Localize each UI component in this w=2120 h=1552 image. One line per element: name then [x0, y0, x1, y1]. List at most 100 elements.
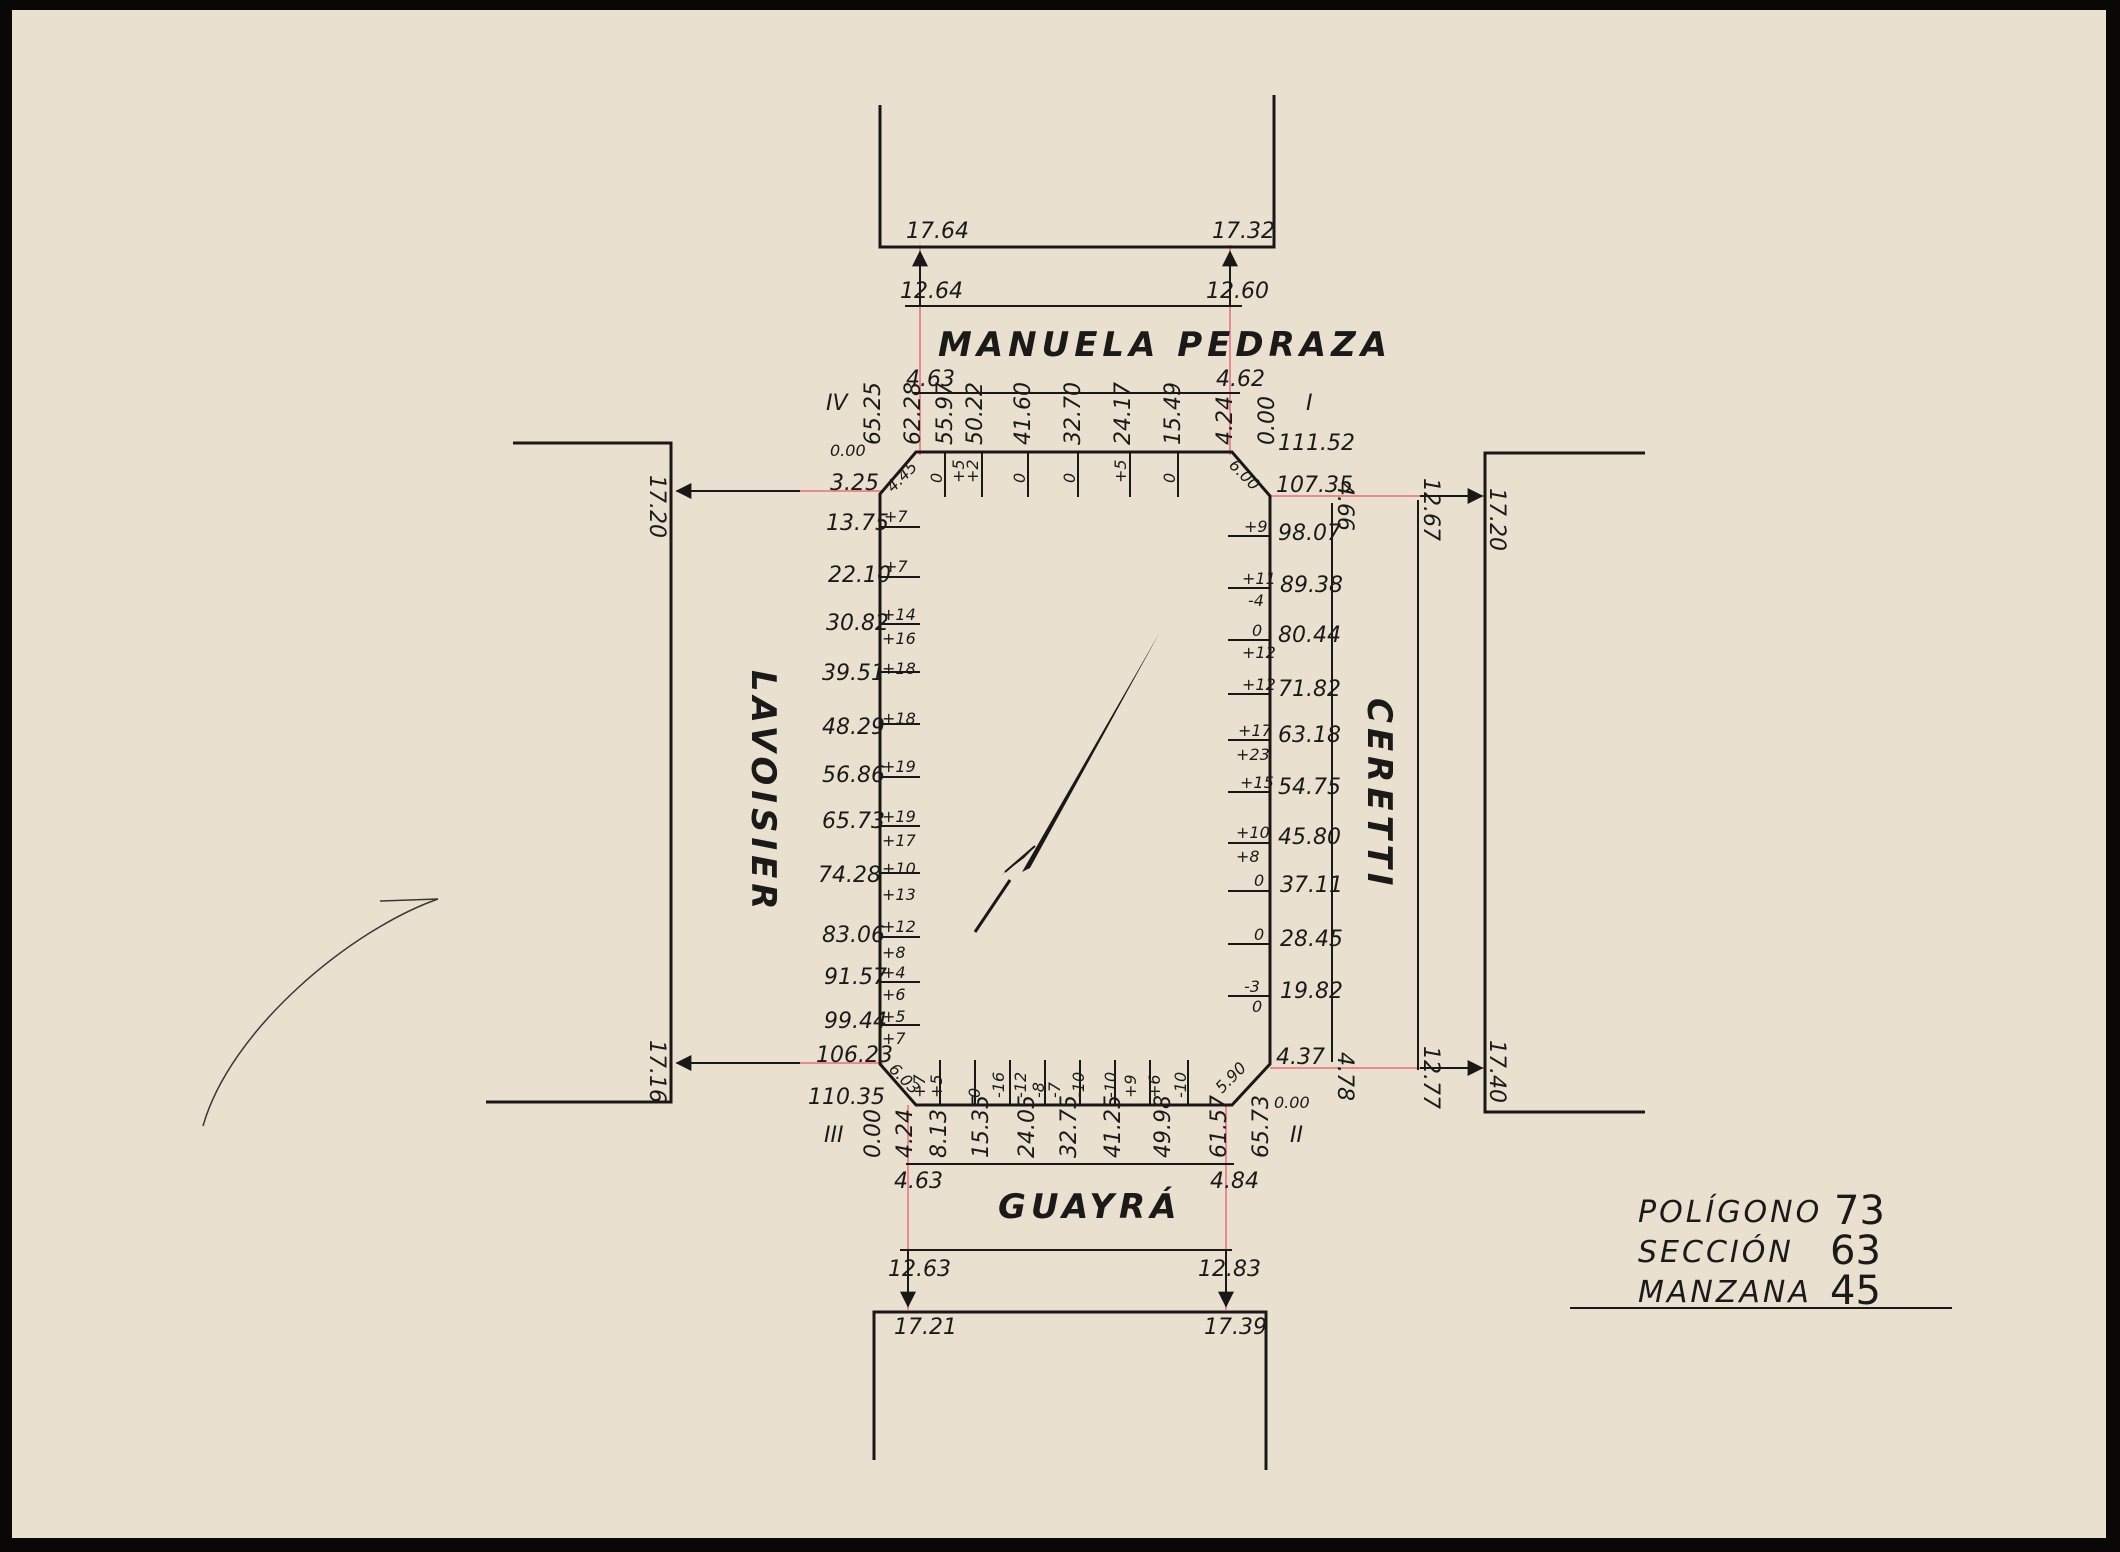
south-distance: 0.00 — [861, 1109, 886, 1158]
south-level: +9 — [1121, 1074, 1140, 1098]
east-level: +9 — [1244, 517, 1268, 536]
south-mid-right: 12.83 — [1198, 1257, 1261, 1282]
west-corner-bottom: 110.35 — [808, 1085, 885, 1110]
west-distance: 39.51 — [822, 661, 885, 686]
south-level: +7 — [910, 1074, 929, 1098]
east-level: +8 — [1236, 847, 1260, 866]
east-level-ticks — [1228, 535, 1270, 997]
north-distance: 15.49 — [1161, 382, 1186, 445]
west-level: +5 — [882, 1007, 906, 1026]
east-distance: 71.82 — [1278, 677, 1341, 702]
north-distance: 0.00 — [1255, 396, 1280, 445]
west-level: +6 — [882, 985, 906, 1004]
south-distance: 65.73 — [1249, 1095, 1274, 1158]
west-level: +13 — [882, 885, 916, 904]
north-level-ticks — [944, 452, 1179, 497]
south-inner-left: 4.63 — [894, 1169, 943, 1194]
legend-value-poligono: 73 — [1834, 1188, 1885, 1234]
south-mid-left: 12.63 — [888, 1257, 951, 1282]
legend-label-manzana: MANZANA — [1638, 1275, 1812, 1310]
south-distance: 41.25 — [1101, 1095, 1126, 1158]
outer-street-lines — [486, 95, 1645, 1470]
west-distance: 48.29 — [822, 715, 885, 740]
south-level: -16 — [989, 1072, 1008, 1098]
south-level: 0 — [965, 1088, 984, 1098]
east-level: -3 — [1244, 977, 1260, 996]
south-distance: 61.57 — [1207, 1095, 1232, 1158]
street-name-north: MANUELA PEDRAZA — [938, 325, 1392, 365]
east-distances: 107.35 98.07 89.38 80.44 71.82 63.18 54.… — [1276, 473, 1353, 1070]
east-corner-top: 111.52 — [1278, 431, 1355, 456]
north-outer-left: 17.64 — [906, 219, 969, 244]
north-level: 0 — [1060, 473, 1079, 483]
north-inner-left: 4.63 — [906, 367, 955, 392]
south-levels: +7 +5 0 -16 -12 -8 -7 -10 -10 +9 +6 -10 — [910, 1072, 1190, 1098]
north-inner-right: 4.62 — [1216, 367, 1265, 392]
north-arrow-icon — [973, 632, 1160, 933]
north-level: +5 — [1111, 459, 1130, 483]
west-distance: 3.25 — [830, 471, 879, 496]
north-distance: 24.17 — [1111, 382, 1136, 445]
east-distance: 37.11 — [1280, 873, 1343, 898]
north-level: 0 — [1010, 473, 1029, 483]
pencil-stroke — [202, 898, 439, 1127]
west-level: +18 — [882, 709, 916, 728]
south-level-ticks — [939, 1060, 1189, 1105]
west-level: +19 — [882, 807, 916, 826]
mid-lines — [900, 305, 1419, 1251]
block-outline — [878, 392, 1333, 1165]
east-inner-bottom: 4.78 — [1332, 1052, 1357, 1101]
east-distance: 63.18 — [1278, 723, 1341, 748]
west-distance: 91.57 — [824, 965, 887, 990]
west-corner-top: 0.00 — [830, 441, 866, 460]
north-outer-right: 17.32 — [1212, 219, 1275, 244]
street-name-west: LAVOISIER — [743, 670, 783, 914]
south-distance: 4.24 — [893, 1109, 918, 1158]
west-level: +7 — [884, 557, 908, 576]
west-distance: 83.06 — [822, 923, 885, 948]
east-level: +12 — [1242, 675, 1276, 694]
south-level: -8 — [1029, 1082, 1048, 1098]
legend-label-seccion: SECCIÓN — [1638, 1233, 1794, 1270]
west-distance: 65.73 — [822, 809, 885, 834]
south-level: -10 — [1101, 1072, 1120, 1098]
east-level: +17 — [1238, 721, 1273, 740]
west-distance: 74.28 — [818, 863, 881, 888]
west-level: +17 — [882, 831, 917, 850]
east-level: +10 — [1236, 823, 1270, 842]
west-distance: 99.44 — [824, 1009, 887, 1034]
east-levels: +9 +11 -4 0 +12 +12 +17 +23 +15 +10 +8 0… — [1236, 517, 1276, 1016]
west-distance: 106.23 — [816, 1043, 893, 1068]
street-name-east: CERETTI — [1359, 698, 1399, 890]
south-level: +5 — [927, 1074, 946, 1098]
north-distance: 41.60 — [1011, 382, 1036, 445]
north-mid-left: 12.64 — [900, 279, 963, 304]
east-level: 0 — [1252, 621, 1262, 640]
south-outer-right: 17.39 — [1204, 1315, 1267, 1340]
west-outer-top: 17.20 — [644, 475, 669, 538]
east-distance: 4.37 — [1276, 1045, 1325, 1070]
west-distance: 13.75 — [826, 511, 889, 536]
west-level: +19 — [882, 757, 916, 776]
west-distance: 22.10 — [828, 563, 891, 588]
street-name-south: GUAYRÁ — [998, 1186, 1182, 1227]
north-distance: 32.70 — [1061, 382, 1086, 445]
legend-value-manzana: 45 — [1830, 1268, 1881, 1314]
east-level: 0 — [1254, 871, 1264, 890]
north-level: +5 — [949, 459, 968, 483]
south-distance: 49.98 — [1151, 1095, 1176, 1158]
north-distance: 62.28 — [901, 382, 926, 445]
west-level: +18 — [882, 659, 916, 678]
east-level: +23 — [1236, 745, 1270, 764]
north-distances: 65.25 62.28 55.97 50.22 41.60 32.70 24.1… — [861, 382, 1280, 445]
north-level: 0 — [927, 473, 946, 483]
east-distance: 98.07 — [1278, 521, 1341, 546]
south-outer-left: 17.21 — [894, 1315, 957, 1340]
east-distance: 80.44 — [1278, 623, 1341, 648]
corner-label-IV: IV — [826, 391, 849, 416]
south-distance: 32.75 — [1057, 1095, 1082, 1158]
south-distance: 8.13 — [927, 1109, 952, 1158]
east-distance: 28.45 — [1280, 927, 1343, 952]
north-distance: 4.24 — [1213, 396, 1238, 445]
